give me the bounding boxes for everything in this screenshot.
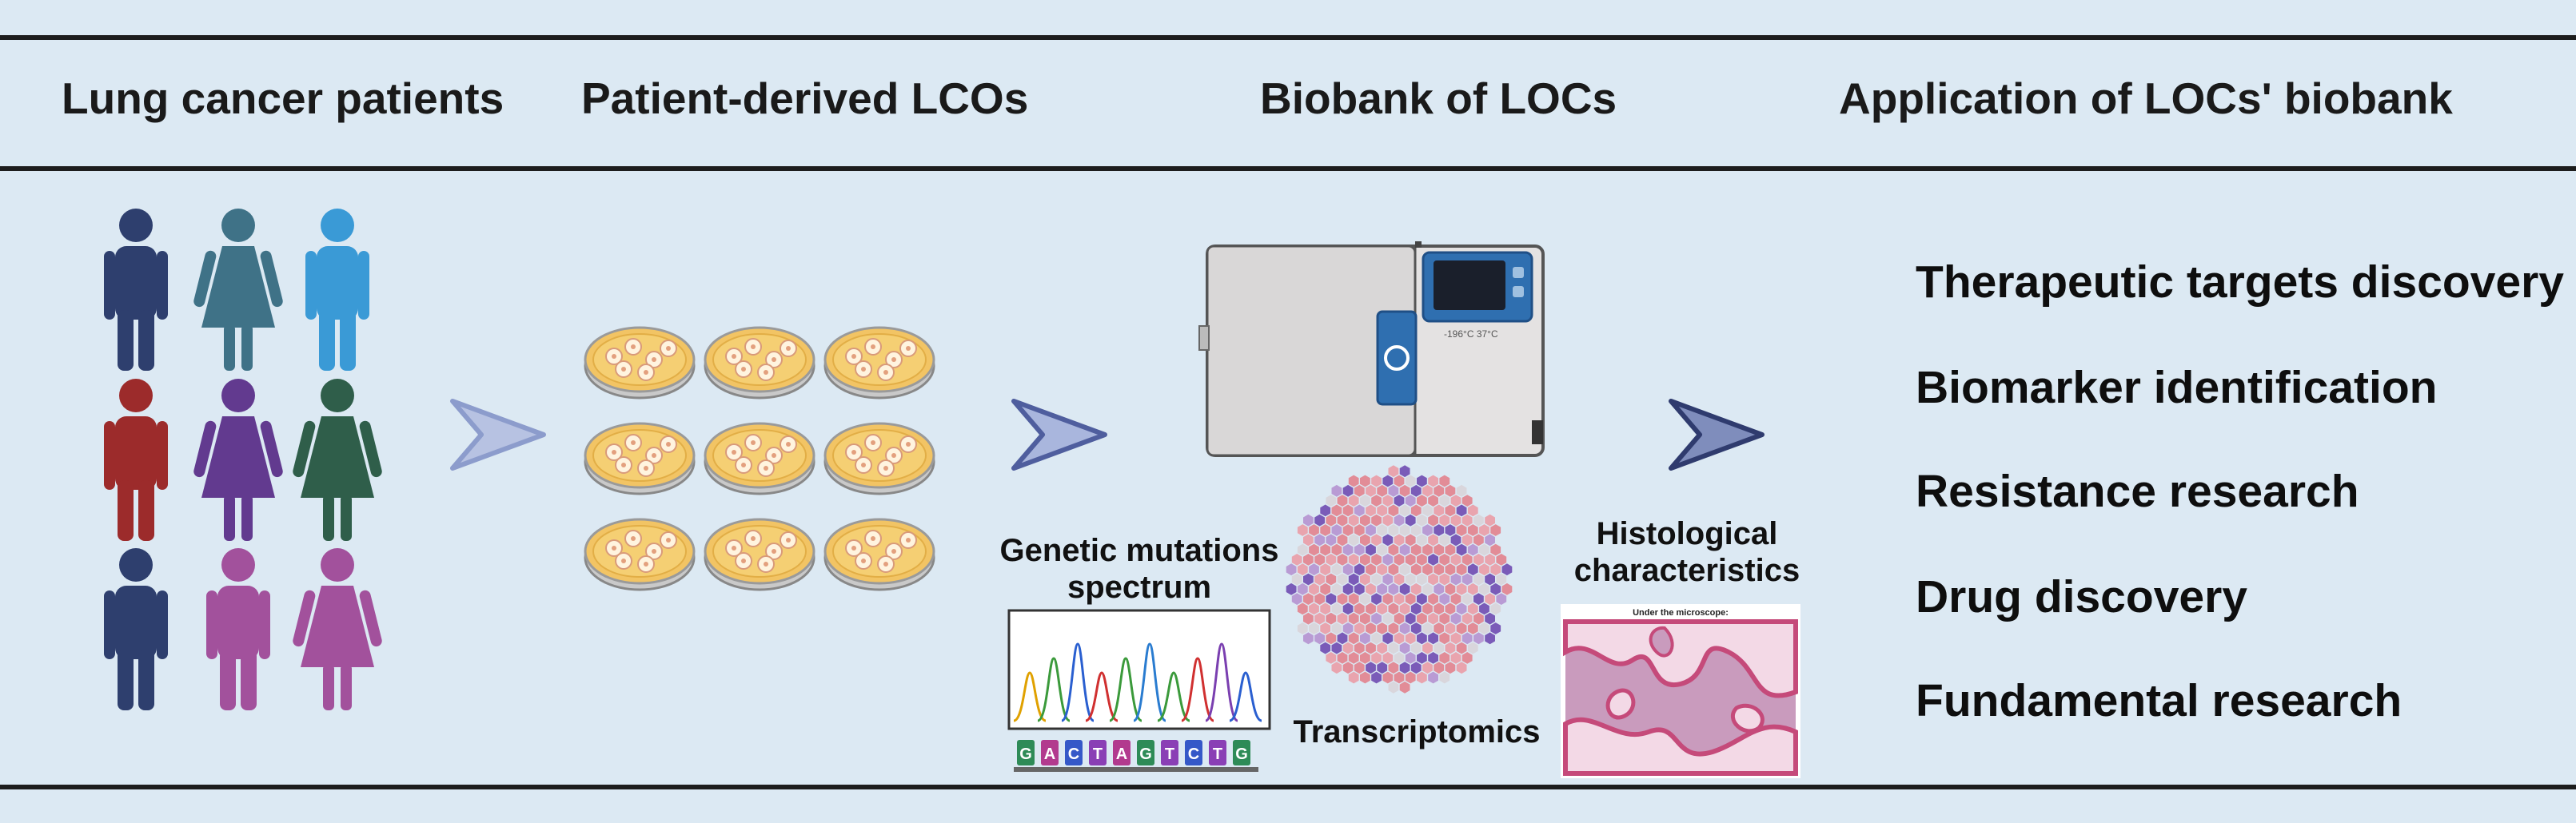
microscope-caption: Under the microscope: [1633,608,1729,618]
man-icon [104,209,168,371]
freezer-icon: -196°C 37°C [1198,241,1545,457]
header-patient-derived-lcos: Patient-derived LCOs [581,74,1029,123]
dna-base-label: T [1093,745,1103,763]
header-divider-line [0,166,2576,171]
histological-line2: characteristics [1573,553,1800,588]
application-drug-discovery: Drug discovery [1916,571,2247,622]
dna-base-label: G [1235,745,1248,763]
dna-base-label: G [1139,745,1152,763]
dna-base-label: A [1044,745,1055,763]
petri-dish-icon [584,518,696,591]
petri-dish-icon [704,518,815,591]
woman-icon [193,379,283,541]
application-resistance-research: Resistance research [1916,466,2359,517]
arrow-right-icon [450,399,546,471]
dna-base-label: T [1213,745,1222,763]
woman-icon [293,548,382,710]
histological-line1: Histological [1596,516,1778,551]
header-application: Application of LOCs' biobank [1839,74,2453,123]
dna-base-label: G [1019,745,1032,763]
genetic-mutations-line1: Genetic mutations [999,533,1279,568]
petri-dish-icon [823,326,935,400]
petri-dish-icon [704,326,815,400]
man-icon [206,548,270,710]
dna-base-label: T [1165,745,1174,763]
woman-icon [293,379,382,541]
dna-base-label: C [1188,745,1199,763]
application-fundamental-research: Fundamental research [1916,675,2403,726]
patients-people-icons [104,209,382,710]
man-icon [305,209,369,371]
arrow-right-icon [1669,399,1765,471]
microscope-tissue-image: Under the microscope: [1561,604,1800,778]
woman-icon [193,209,283,371]
genetic-mutations-label: Genetic mutations spectrum [999,532,1279,606]
petri-dish-icon [584,422,696,495]
petri-dish-icon [704,422,815,495]
transcriptomics-hex-map [1286,465,1513,694]
dna-base-label: C [1068,745,1079,763]
petri-dish-icon [584,326,696,400]
transcriptomics-label: Transcriptomics [1293,714,1541,749]
freezer-temperature: -196°C 37°C [1444,328,1498,340]
top-border-line [0,35,2576,40]
genetic-mutations-line2: spectrum [1067,570,1212,605]
arrow-right-icon [1011,399,1107,471]
histological-label: Histological characteristics [1559,515,1815,589]
man-icon [104,379,168,541]
header-biobank-of-locs: Biobank of LOCs [1260,74,1617,123]
petri-dish-icon [823,422,935,495]
petri-dish-icon [823,518,935,591]
application-biomarker-identification: Biomarker identification [1916,362,2438,413]
organoid-dishes-grid [584,326,935,591]
man-icon [104,548,168,710]
bottom-border-line [0,785,2576,789]
application-therapeutic-targets: Therapeutic targets discovery [1916,256,2564,308]
dna-base-label: A [1116,745,1127,763]
header-lung-cancer-patients: Lung cancer patients [62,74,504,123]
